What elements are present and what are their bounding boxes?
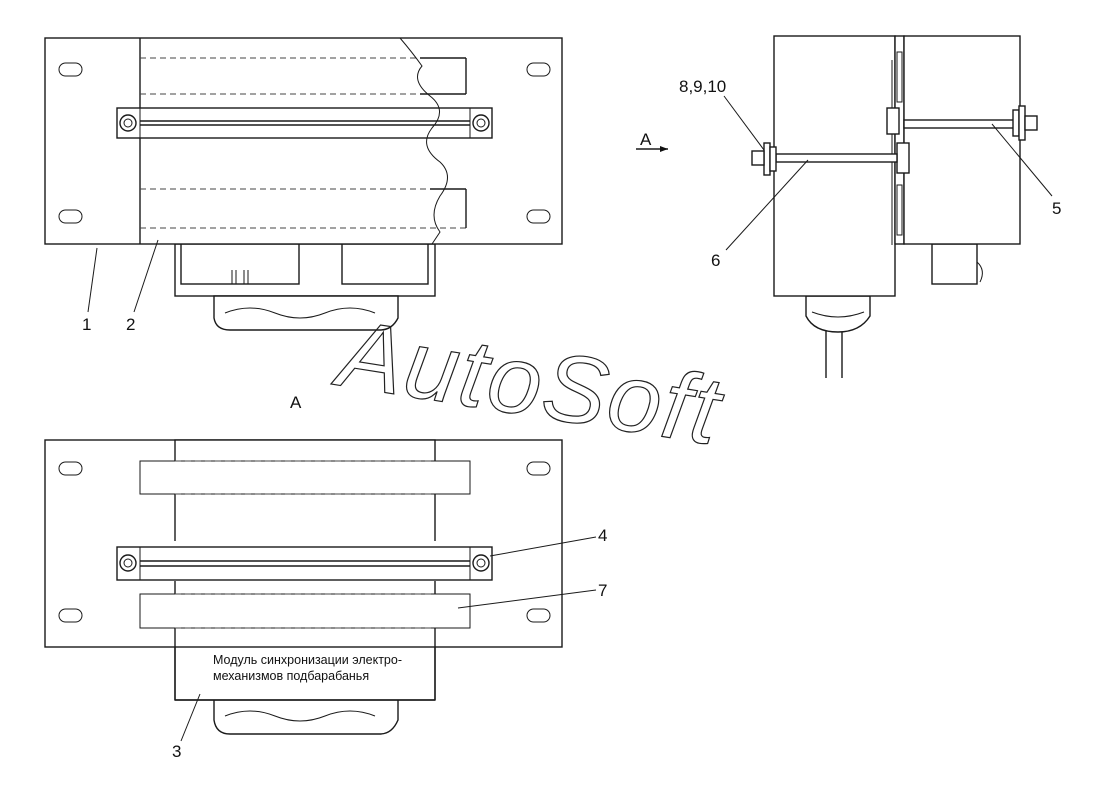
slot <box>58 461 83 476</box>
callout-1: 1 <box>82 315 91 334</box>
callout-2: 2 <box>126 315 135 334</box>
slot <box>58 608 83 623</box>
plate-section <box>894 35 905 245</box>
callout-4: 4 <box>598 526 607 545</box>
break-line <box>399 37 448 245</box>
connector-block-left <box>180 243 300 285</box>
mounting-plate-a <box>44 439 563 648</box>
stud-6 <box>775 153 898 163</box>
housing-left <box>773 35 896 297</box>
callout-5: 5 <box>1052 199 1061 218</box>
slot <box>526 209 551 224</box>
cable-gland <box>213 295 399 331</box>
view-a-title: A <box>290 393 302 412</box>
rail-strip <box>116 107 493 139</box>
side-view <box>751 35 1038 378</box>
view-a: Модуль синхронизации электро- механизмов… <box>44 439 563 735</box>
housing-right <box>903 35 1021 245</box>
module-label-line2: механизмов подбарабанья <box>213 669 369 683</box>
bolt-icon <box>119 114 137 132</box>
callout-8-9-10: 8,9,10 <box>679 77 726 96</box>
callout-6: 6 <box>711 251 720 270</box>
module-label-line1: Модуль синхронизации электро- <box>213 653 402 667</box>
slot <box>526 461 551 476</box>
bolt-icon <box>472 114 490 132</box>
bolt-icon <box>472 554 490 572</box>
slot <box>58 209 83 224</box>
slot <box>526 62 551 77</box>
rail-strip-a <box>116 546 493 581</box>
view-arrow-label: A <box>640 130 652 149</box>
slot <box>58 62 83 77</box>
callout-7: 7 <box>598 581 607 600</box>
bolt-icon <box>119 554 137 572</box>
front-view <box>44 37 563 331</box>
connector-block-right <box>341 243 429 285</box>
mounting-plate <box>44 37 563 245</box>
slot <box>526 608 551 623</box>
stud-5 <box>903 119 1015 129</box>
callout-3: 3 <box>172 742 181 761</box>
connector-side <box>931 243 978 285</box>
